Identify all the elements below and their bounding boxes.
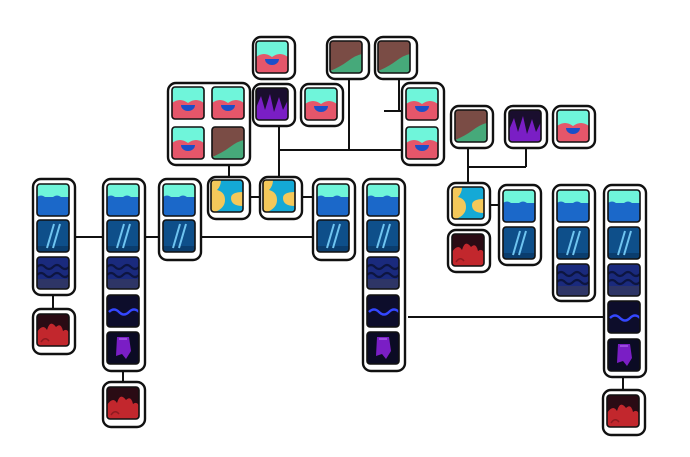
tile-group (361, 177, 407, 373)
hill-tile (454, 109, 488, 143)
wave-tile (162, 183, 196, 217)
tile-group (446, 228, 492, 274)
tile-group (157, 177, 203, 262)
tile-group (251, 82, 297, 128)
night-tile (106, 294, 140, 328)
tile-group (31, 307, 77, 356)
river-tile (451, 186, 485, 220)
wave-tile (106, 183, 140, 217)
zigzag-tile (255, 87, 289, 121)
bowl-tile (405, 87, 439, 121)
lava-tile (451, 233, 485, 267)
tile-group (373, 35, 419, 81)
wave-tile (607, 189, 641, 223)
tile-group (449, 104, 495, 150)
tile-group (206, 175, 252, 221)
glass-tile (556, 226, 590, 260)
tile-group (325, 35, 371, 81)
bowl-tile (556, 109, 590, 143)
abyss-tile (607, 338, 641, 372)
deep-tile (556, 263, 590, 297)
tile-group (400, 81, 446, 167)
glass-tile (106, 219, 140, 253)
tile-group (166, 81, 252, 167)
tile-group (101, 177, 147, 373)
tile-group (311, 177, 357, 262)
glass-tile (366, 219, 400, 253)
bowl-tile (171, 126, 205, 160)
river-tile (262, 179, 296, 213)
tile-group (101, 380, 147, 429)
glass-tile (502, 226, 536, 260)
abyss-tile (366, 331, 400, 365)
tile-group (299, 82, 345, 128)
tile-group (31, 177, 77, 297)
glass-tile (36, 219, 70, 253)
glass-tile (162, 219, 196, 253)
glass-tile (607, 226, 641, 260)
bowl-tile (405, 126, 439, 160)
lava-tile (606, 394, 640, 428)
bowl-tile (255, 40, 289, 74)
bowl-tile (304, 87, 338, 121)
tile-group (602, 183, 648, 379)
tile-group (551, 183, 597, 303)
night-tile (607, 300, 641, 334)
tile-group (251, 35, 297, 81)
tile-group (601, 388, 647, 437)
tile-group (503, 104, 549, 150)
wave-tile (36, 183, 70, 217)
bowl-tile (211, 86, 245, 120)
tile-group (258, 175, 304, 221)
glass-tile (316, 219, 350, 253)
wave-tile (502, 189, 536, 223)
tile-group (497, 183, 543, 267)
zigzag-tile (508, 109, 542, 143)
deep-tile (366, 256, 400, 290)
river-tile (210, 179, 244, 213)
abyss-tile (106, 331, 140, 365)
wave-tile (316, 183, 350, 217)
lava-tile (106, 386, 140, 420)
lava-tile (36, 313, 70, 347)
tile-group (551, 104, 597, 150)
wave-tile (556, 189, 590, 223)
deep-tile (36, 256, 70, 290)
wave-tile (366, 183, 400, 217)
bowl-tile (171, 86, 205, 120)
night-tile (366, 294, 400, 328)
deep-tile (607, 263, 641, 297)
tile-group (446, 181, 492, 227)
hill-tile (211, 126, 245, 160)
hill-tile (377, 40, 411, 74)
deep-tile (106, 256, 140, 290)
hill-tile (329, 40, 363, 74)
